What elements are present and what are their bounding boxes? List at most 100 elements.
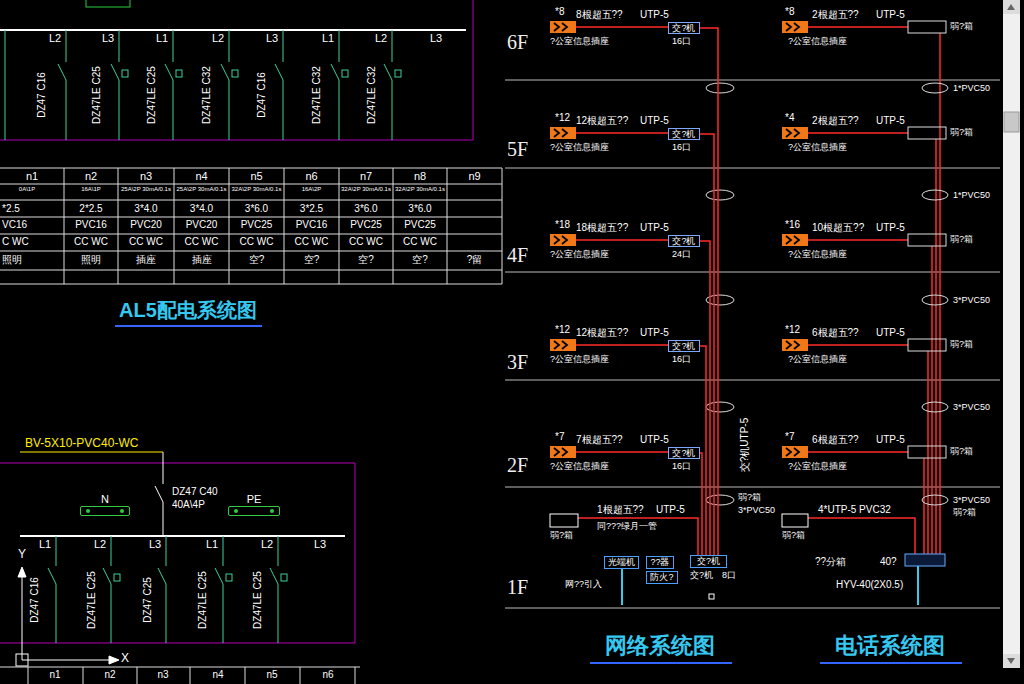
table-cell: 32A\2P 30mA/0.1s [395, 186, 445, 193]
table-cell: 3*6.0 [245, 203, 268, 215]
network-and-phone [550, 446, 576, 458]
node-text: PE [247, 493, 262, 505]
switch-box: 交?机 [668, 447, 700, 459]
panel-al5 [0, 0, 473, 140]
axis-icon [16, 654, 28, 666]
phase-label: L2 [261, 538, 273, 551]
breaker-symbol [176, 70, 182, 77]
phase-label: L3 [149, 538, 161, 551]
box-label: 弱?箱 [782, 530, 805, 541]
panel-al5 [0, 29, 466, 31]
table-cell: ?留 [467, 254, 483, 266]
table-header: n6 [305, 170, 317, 183]
floor-label: 4F [507, 243, 528, 267]
table-cell: PVC25 [241, 219, 273, 231]
scrollbar [1003, 0, 1020, 14]
outlet-name: ?公室信息插座 [788, 354, 847, 365]
cable-spec: 12根超五?? [576, 327, 628, 339]
table-header: n8 [414, 170, 426, 183]
cable-spec: 8根超五?? [576, 9, 623, 21]
scrollbar [1004, 112, 1019, 132]
breaker-symbol [221, 30, 229, 140]
box-label: 弱?箱 [950, 234, 973, 245]
network-and-phone [782, 234, 808, 246]
outlet-count: *7 [785, 431, 794, 443]
outlet-count: *12 [555, 324, 570, 336]
breaker-symbol [48, 536, 287, 643]
node-text: 交?机 [672, 130, 695, 139]
device-label: 交?机 [690, 570, 713, 581]
conduit-spec: 3*PVC50 [953, 402, 990, 413]
table-header: n2 [104, 669, 115, 681]
breaker-symbol [58, 30, 66, 140]
axis-icon [16, 567, 119, 666]
scrollbar [1007, 4, 1015, 10]
cable [576, 27, 668, 452]
switch-box: 交?机 [668, 340, 700, 352]
breaker-symbol [111, 30, 119, 140]
outlet-count: *8 [555, 6, 564, 18]
conduit-ellipse [922, 83, 948, 93]
breaker-label: DZ47LE C25 [197, 571, 209, 629]
note: 网??引入 [565, 579, 602, 590]
breaker-symbol [275, 30, 283, 140]
cable-spec: 12根超五?? [576, 115, 628, 127]
outlet-name: ?公室信息插座 [788, 36, 847, 47]
table-cell: CC WC [185, 236, 219, 248]
table-header: n4 [195, 170, 207, 183]
port-count: 24口 [672, 249, 691, 260]
riser-cable [700, 453, 702, 555]
table-cell: CC WC [295, 236, 329, 248]
floor-label: 5F [507, 137, 528, 161]
conduit-ellipse [706, 190, 734, 200]
riser-cable [700, 28, 718, 555]
phone-box [550, 514, 578, 527]
breaker-label: DZ47LE C32 [201, 66, 213, 124]
cable-spec: 2根超五?? [812, 9, 859, 21]
breaker-symbol [232, 70, 238, 77]
node-text: 交?机 [697, 557, 720, 566]
breaker-symbol [114, 574, 120, 581]
device-box: ??器 [646, 556, 674, 569]
port-count: 16口 [672, 36, 691, 47]
phase-label: L3 [266, 32, 278, 45]
breaker-symbol [122, 70, 128, 77]
outlet-name: ?公室信息插座 [550, 142, 609, 153]
table-cell: 空? [249, 254, 265, 266]
cable-spec: BV-5X10-PVC40-WC [25, 436, 138, 450]
cable-spec: 18根超五?? [576, 222, 628, 234]
panel-lower [86, 509, 90, 513]
note: 同???绿月一管 [597, 521, 657, 532]
table-cell: PVC16 [75, 219, 107, 231]
breaker-symbol [5, 30, 6, 140]
panel-lower [0, 463, 355, 643]
breaker-label: DZ47LE C32 [366, 66, 378, 124]
conduit-spec: 3*PVC50 [738, 505, 775, 516]
cable-spec: 7根超五?? [576, 434, 623, 446]
phase-label: L2 [375, 32, 387, 45]
port-count: 16口 [672, 354, 691, 365]
node-text: 光端机 [608, 558, 635, 567]
breaker-symbol [395, 70, 401, 77]
table-cell: 空? [304, 254, 320, 266]
port-count: 16口 [672, 461, 691, 472]
scrollbar [1003, 654, 1020, 668]
phase-label: L3 [314, 538, 326, 551]
conduit-ellipse [922, 190, 948, 200]
phone-box [908, 21, 946, 33]
table-grid [0, 168, 502, 284]
outlet-name: ?公室信息插座 [550, 354, 609, 365]
outlet-name: ?公室信息插座 [788, 249, 847, 260]
conduit-spec: 1*PVC50 [953, 83, 990, 94]
floor-label: 6F [507, 30, 528, 54]
node-text: 交?机 [672, 237, 695, 246]
network-and-phone [590, 662, 732, 664]
table-header: n5 [266, 669, 277, 681]
network-and-phone [550, 21, 576, 33]
box-label: 弱?箱 [950, 446, 973, 457]
table-cell: C WC [2, 236, 29, 248]
box-label: 弱?箱 [550, 530, 573, 541]
cable [924, 33, 940, 554]
table-header: n7 [360, 170, 372, 183]
panel-lower [20, 452, 163, 453]
